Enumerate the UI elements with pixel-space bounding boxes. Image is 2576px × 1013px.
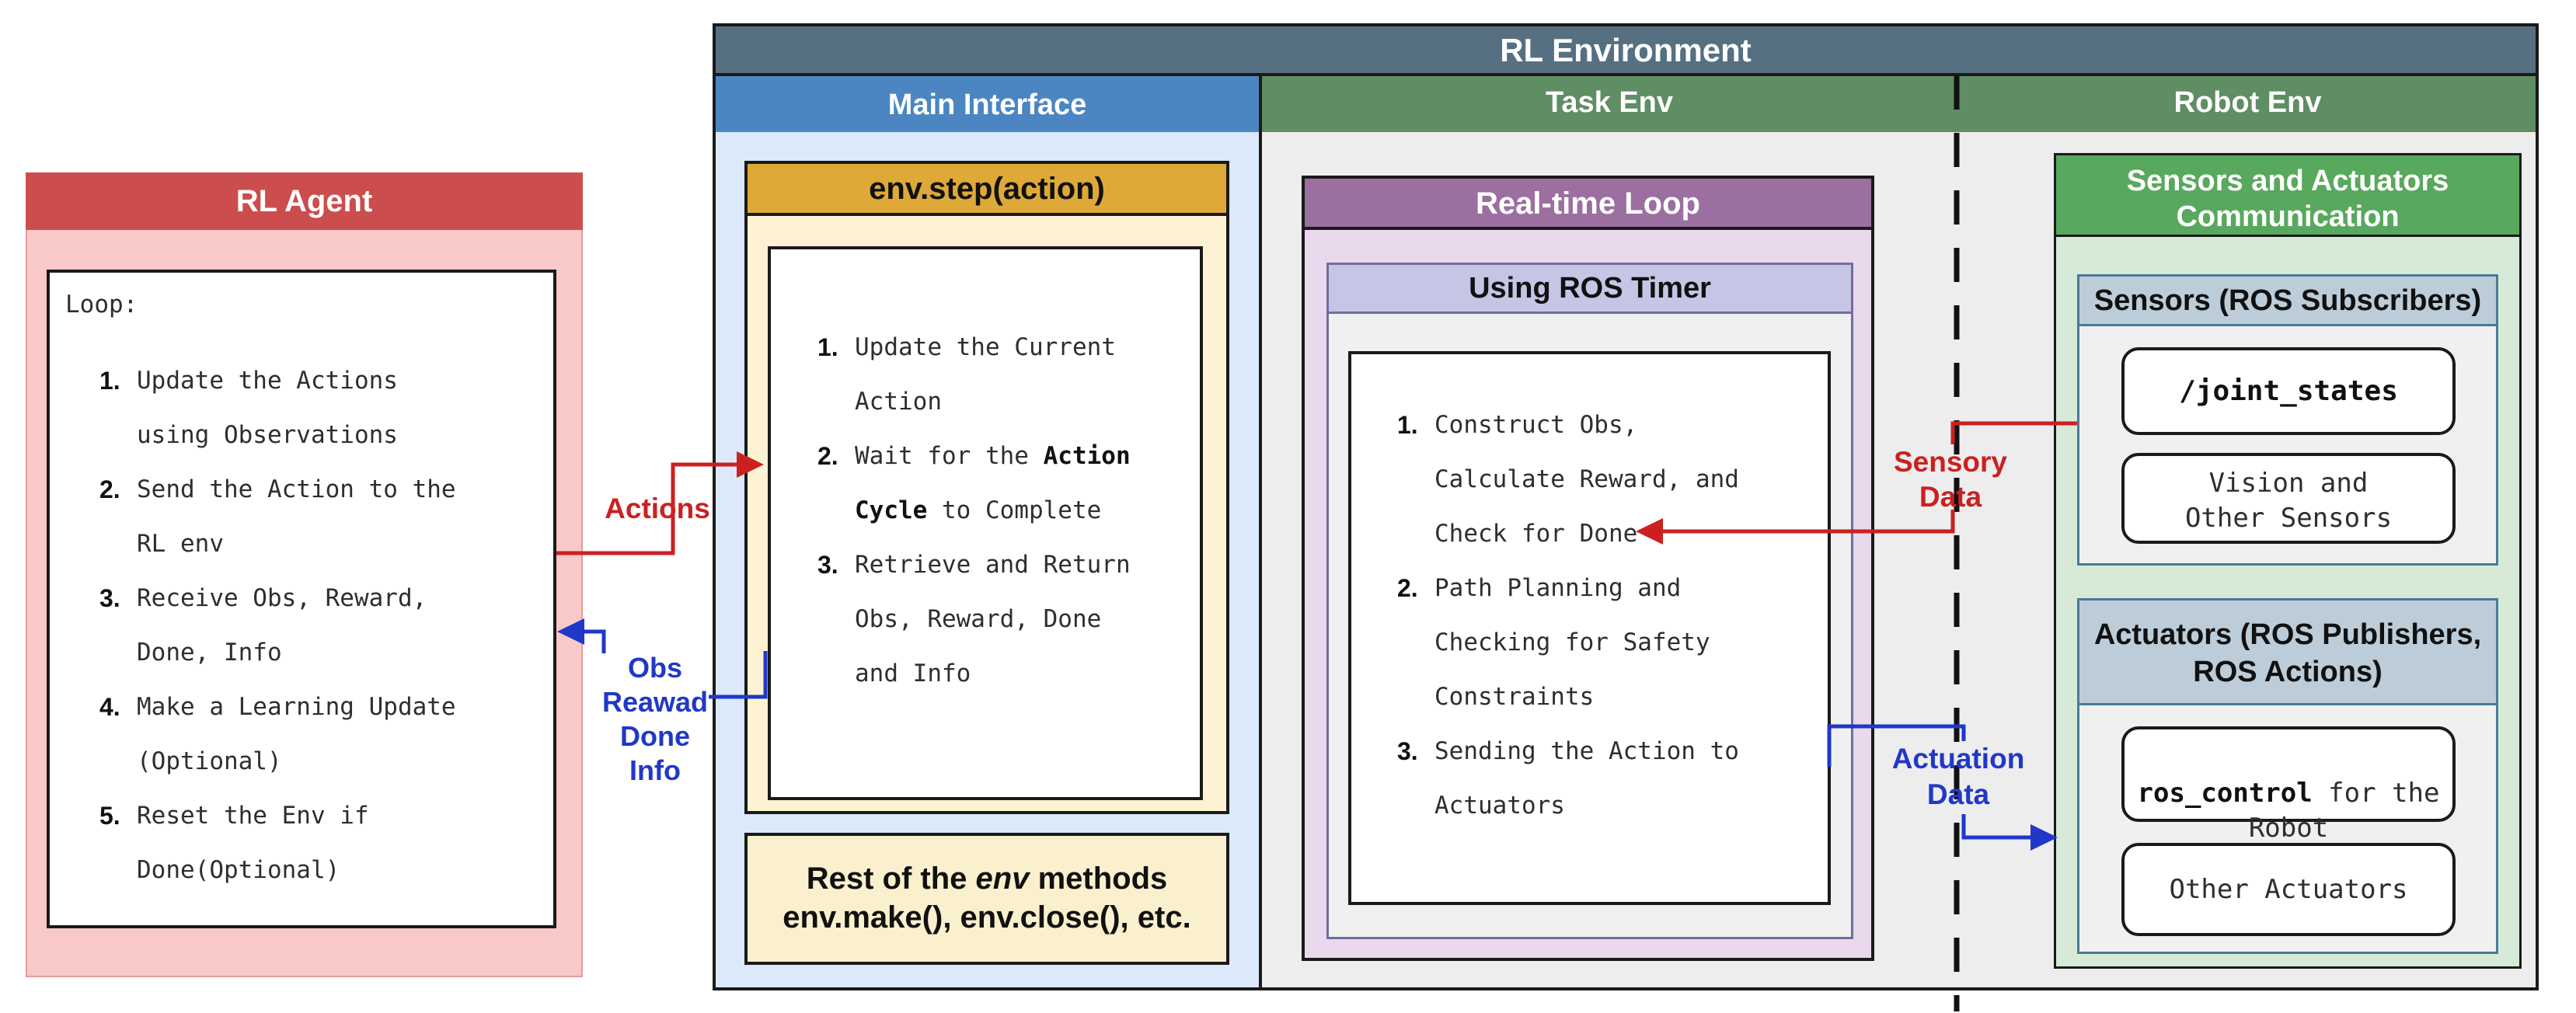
rl-agent-step-list: 1. Update the Actions using Observations… <box>99 353 550 897</box>
obs-return-line-left <box>584 629 606 653</box>
other-actuators-box: Other Actuators <box>2121 843 2456 936</box>
list-item: 3. Receive Obs, Reward, Done, Info <box>99 584 427 667</box>
list-item: 2. Wait for the Action Cycle to Complete <box>817 442 1131 524</box>
task-env-list: 1. Construct Obs, Calculate Reward, and … <box>1397 398 1821 833</box>
list-item: 1. Update the Actions using Observations <box>99 367 398 449</box>
actions-label: Actions <box>605 493 710 524</box>
sensors-header: Sensors (ROS Subscribers) <box>2077 274 2498 326</box>
ros-timer-header: Using ROS Timer <box>1326 263 1853 314</box>
list-item: 1. Update the Current Action <box>817 333 1116 416</box>
actuators-header: Actuators (ROS Publishers, ROS Actions) <box>2077 598 2498 705</box>
env-step-list: 1. Update the Current Action 2. Wait for… <box>817 320 1190 701</box>
rest-env-methods-box: Rest of the env methods env.make(), env.… <box>744 833 1229 965</box>
rl-agent-loop-box <box>47 270 556 928</box>
list-item: 5. Reset the Env if Done(Optional) <box>99 802 369 884</box>
env-step-inner-box <box>768 246 1203 800</box>
rest-line-2: env.make(), env.close(), etc. <box>783 900 1191 935</box>
sensory-data-label: Sensory Data <box>1893 446 2007 513</box>
ros-control-box: ros_control for the Robot <box>2121 726 2456 844</box>
column-header-main-interface: Main Interface <box>713 73 1262 135</box>
list-item: 1. Construct Obs, Calculate Reward, and … <box>1397 411 1739 548</box>
env-step-header: env.step(action) <box>744 161 1229 216</box>
rl-environment-header: RL Environment <box>713 23 2539 76</box>
column-header-robot-env: Robot Env <box>2173 86 2322 119</box>
actuation-data-label: Actuation Data <box>1891 743 2025 810</box>
task-env-inner-box <box>1348 351 1831 905</box>
obs-return-label: Obs Reawad Done Info <box>601 652 709 786</box>
real-time-loop-header: Real-time Loop <box>1302 176 1874 230</box>
column-header-task-env: Task Env <box>1545 86 1674 119</box>
rl-agent-loop-label: Loop: <box>65 291 138 319</box>
joint-states-box: /joint_states <box>2121 347 2456 435</box>
list-item: 3. Sending the Action to Actuators <box>1397 737 1739 820</box>
list-item: 4. Make a Learning Update (Optional) <box>99 693 456 775</box>
list-item: 2. Send the Action to the RL env <box>99 475 456 558</box>
sensors-actuators-comm-header: Sensors and Actuators Communication <box>2054 153 2522 237</box>
rl-agent-header: RL Agent <box>26 172 583 230</box>
list-item: 3. Retrieve and Return Obs, Reward, Done… <box>817 551 1131 688</box>
rest-line-1: Rest of the env methods <box>806 862 1168 896</box>
list-item: 2. Path Planning and Checking for Safety… <box>1397 574 1710 711</box>
vision-sensors-box: Vision and Other Sensors <box>2121 453 2456 544</box>
